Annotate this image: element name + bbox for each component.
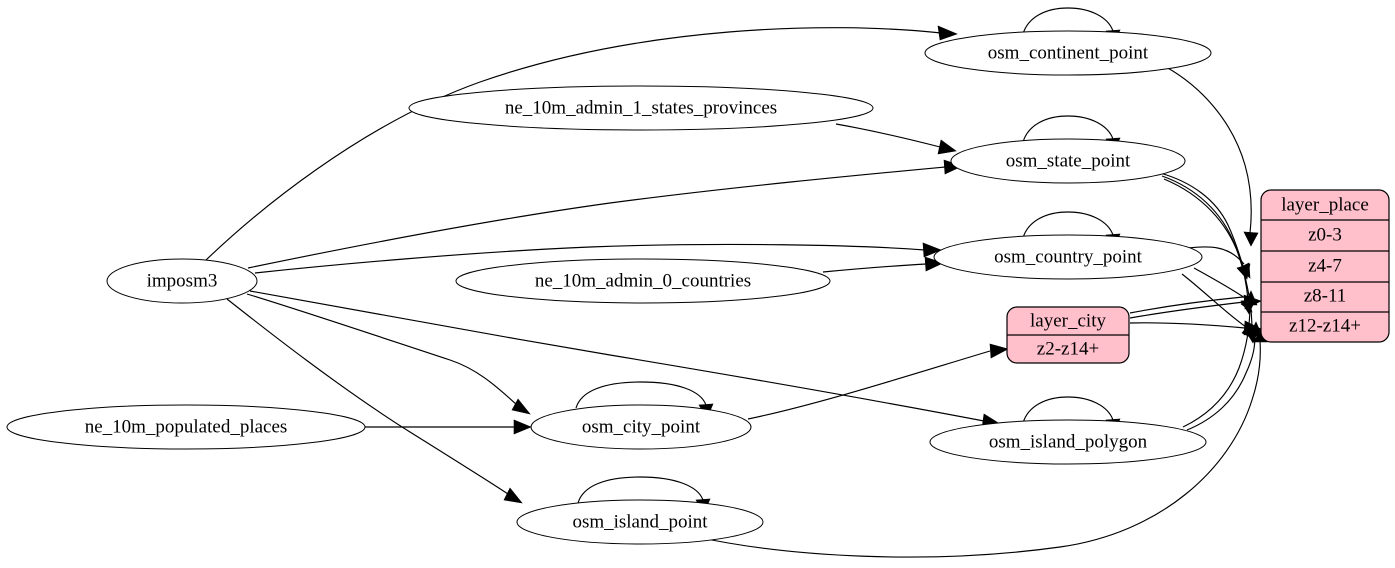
edge-imposm3-to-osm_continent_point [204,27,942,262]
edge-osm_city_point-to-layer_city-z2-z14 [747,350,991,420]
node-osm-state-point-label: osm_state_point [1006,150,1131,171]
edge-imposm3-to-osm_country_point [254,243,926,274]
edge-imposm3-to-osm_island_polygon [249,290,985,422]
edge-osm_island_point-to-layer_place-z12-z14 [696,340,1261,558]
record-layer-place-row-z12-z14[interactable]: z12-z14+ [1289,315,1361,336]
arrowhead [989,343,1009,359]
edge-osm_city_point-self-loop [575,381,707,409]
node-imposm3-shape[interactable] [106,258,258,304]
edge-osm_state_point-to-layer_place-z4-7 [1159,172,1244,267]
arrowhead [1243,320,1262,336]
edge-layer_city-to-layer_place-z12-z14 [1129,322,1246,329]
node-osm-continent-point-label: osm_continent_point [988,42,1149,63]
edge-osm_country_point-self-loop [1022,211,1114,239]
arrowhead [924,256,944,272]
edge-osm_country_point-to-layer_place-z12-z14 [1181,273,1247,328]
edge-osm_state_point-self-loop [1022,115,1114,143]
node-osm-island-polygon-label: osm_island_polygon [989,431,1148,452]
edge-ne_states-to-osm_state_point [835,123,941,148]
node-imposm3[interactable]: imposm3 [106,258,258,304]
arrowhead [937,25,958,41]
node-ne-10m-admin-1-states-provinces[interactable]: ne_10m_admin_1_states_provinces [408,85,874,131]
node-osm-island-point-label: osm_island_point [572,511,708,532]
arrowhead [511,398,531,415]
arrowhead [937,139,957,155]
edge-osm_island_polygon-self-loop [1022,396,1114,424]
edge-ne_countries-to-osm_country_point [822,263,927,273]
node-ne-populated-label: ne_10m_populated_places [85,416,288,437]
node-osm-city-point-label: osm_city_point [582,416,701,437]
node-osm-country-point-label: osm_country_point [994,246,1142,267]
record-layer-city-title: layer_city [1030,310,1106,331]
record-node-layer-city[interactable]: layer_city z2-z14+ [1006,306,1130,364]
node-osm-country-point-shape[interactable] [933,234,1203,280]
record-layer-place-row-z0-3[interactable]: z0-3 [1308,224,1342,245]
edge-osm_island_polygon-to-layer_place-z12-z14 [1186,334,1256,431]
node-osm-state-point-shape[interactable] [950,138,1186,184]
edge-imposm3-to-osm_island_point [226,298,509,495]
record-node-layer-place[interactable]: layer_place z0-3 z4-7 z8-11 z12-z14+ [1260,189,1390,343]
arrowhead [922,242,942,258]
record-layer-place-box[interactable] [1260,189,1390,343]
arrowhead [503,487,523,504]
arrowhead [1238,262,1251,279]
node-osm-island-polygon[interactable]: osm_island_polygon [929,419,1207,465]
node-ne-populated-shape[interactable] [6,404,366,450]
record-layer-city-row-z2-z14[interactable]: z2-z14+ [1037,338,1099,359]
edge-imposm3-to-osm_state_point [247,166,946,269]
node-ne-states-label: ne_10m_admin_1_states_provinces [505,97,777,118]
edge-layer_city-fan-upper [1129,296,1244,314]
node-osm-state-point[interactable]: osm_state_point [950,138,1186,184]
edge-osm_continent_point-to-layer_place-z0-3 [1165,66,1252,234]
node-osm-continent-point[interactable]: osm_continent_point [924,30,1212,76]
arrowhead [1243,294,1262,310]
edges-layer [204,7,1268,558]
node-osm-city-point[interactable]: osm_city_point [530,404,752,450]
node-osm-island-polygon-shape[interactable] [929,419,1207,465]
edge-osm_state_point-to-layer_place-z8-11 [1161,175,1249,301]
record-layer-place-row-z4-7[interactable]: z4-7 [1308,255,1342,276]
edge-osm_island_point-self-loop [577,476,704,504]
edge-osm_continent_point-self-loop [1022,7,1114,35]
record-layer-place-row-z8-11[interactable]: z8-11 [1304,285,1347,306]
edge-osm_country_point-to-layer_place-z4-7 [1187,246,1245,265]
arrowhead [513,419,532,435]
record-layer-place-title: layer_place [1281,194,1369,215]
edge-osm_island_polygon-to-layer_place-z8-11 [1182,303,1251,428]
node-osm-country-point[interactable]: osm_country_point [933,234,1203,280]
node-ne-10m-populated-places[interactable]: ne_10m_populated_places [6,404,366,450]
arrowhead [1243,231,1259,247]
node-imposm3-label: imposm3 [147,270,218,291]
node-ne-countries-shape[interactable] [455,258,831,304]
edge-imposm3-to-osm_city_point [246,293,517,405]
node-ne-states-shape[interactable] [408,85,874,131]
node-ne-countries-label: ne_10m_admin_0_countries [535,270,751,291]
node-ne-10m-admin-0-countries[interactable]: ne_10m_admin_0_countries [455,258,831,304]
edge-osm_country_point-to-layer_place-z8-11 [1193,267,1246,299]
node-osm-city-point-shape[interactable] [530,404,752,450]
edge-layer_city-to-layer_place-z8-11 [1129,301,1245,319]
node-osm-island-point[interactable]: osm_island_point [516,499,764,545]
node-osm-island-point-shape[interactable] [516,499,764,545]
nodes-layer: imposm3 ne_10m_admin_1_states_provinces … [6,30,1390,545]
node-osm-continent-point-shape[interactable] [924,30,1212,76]
